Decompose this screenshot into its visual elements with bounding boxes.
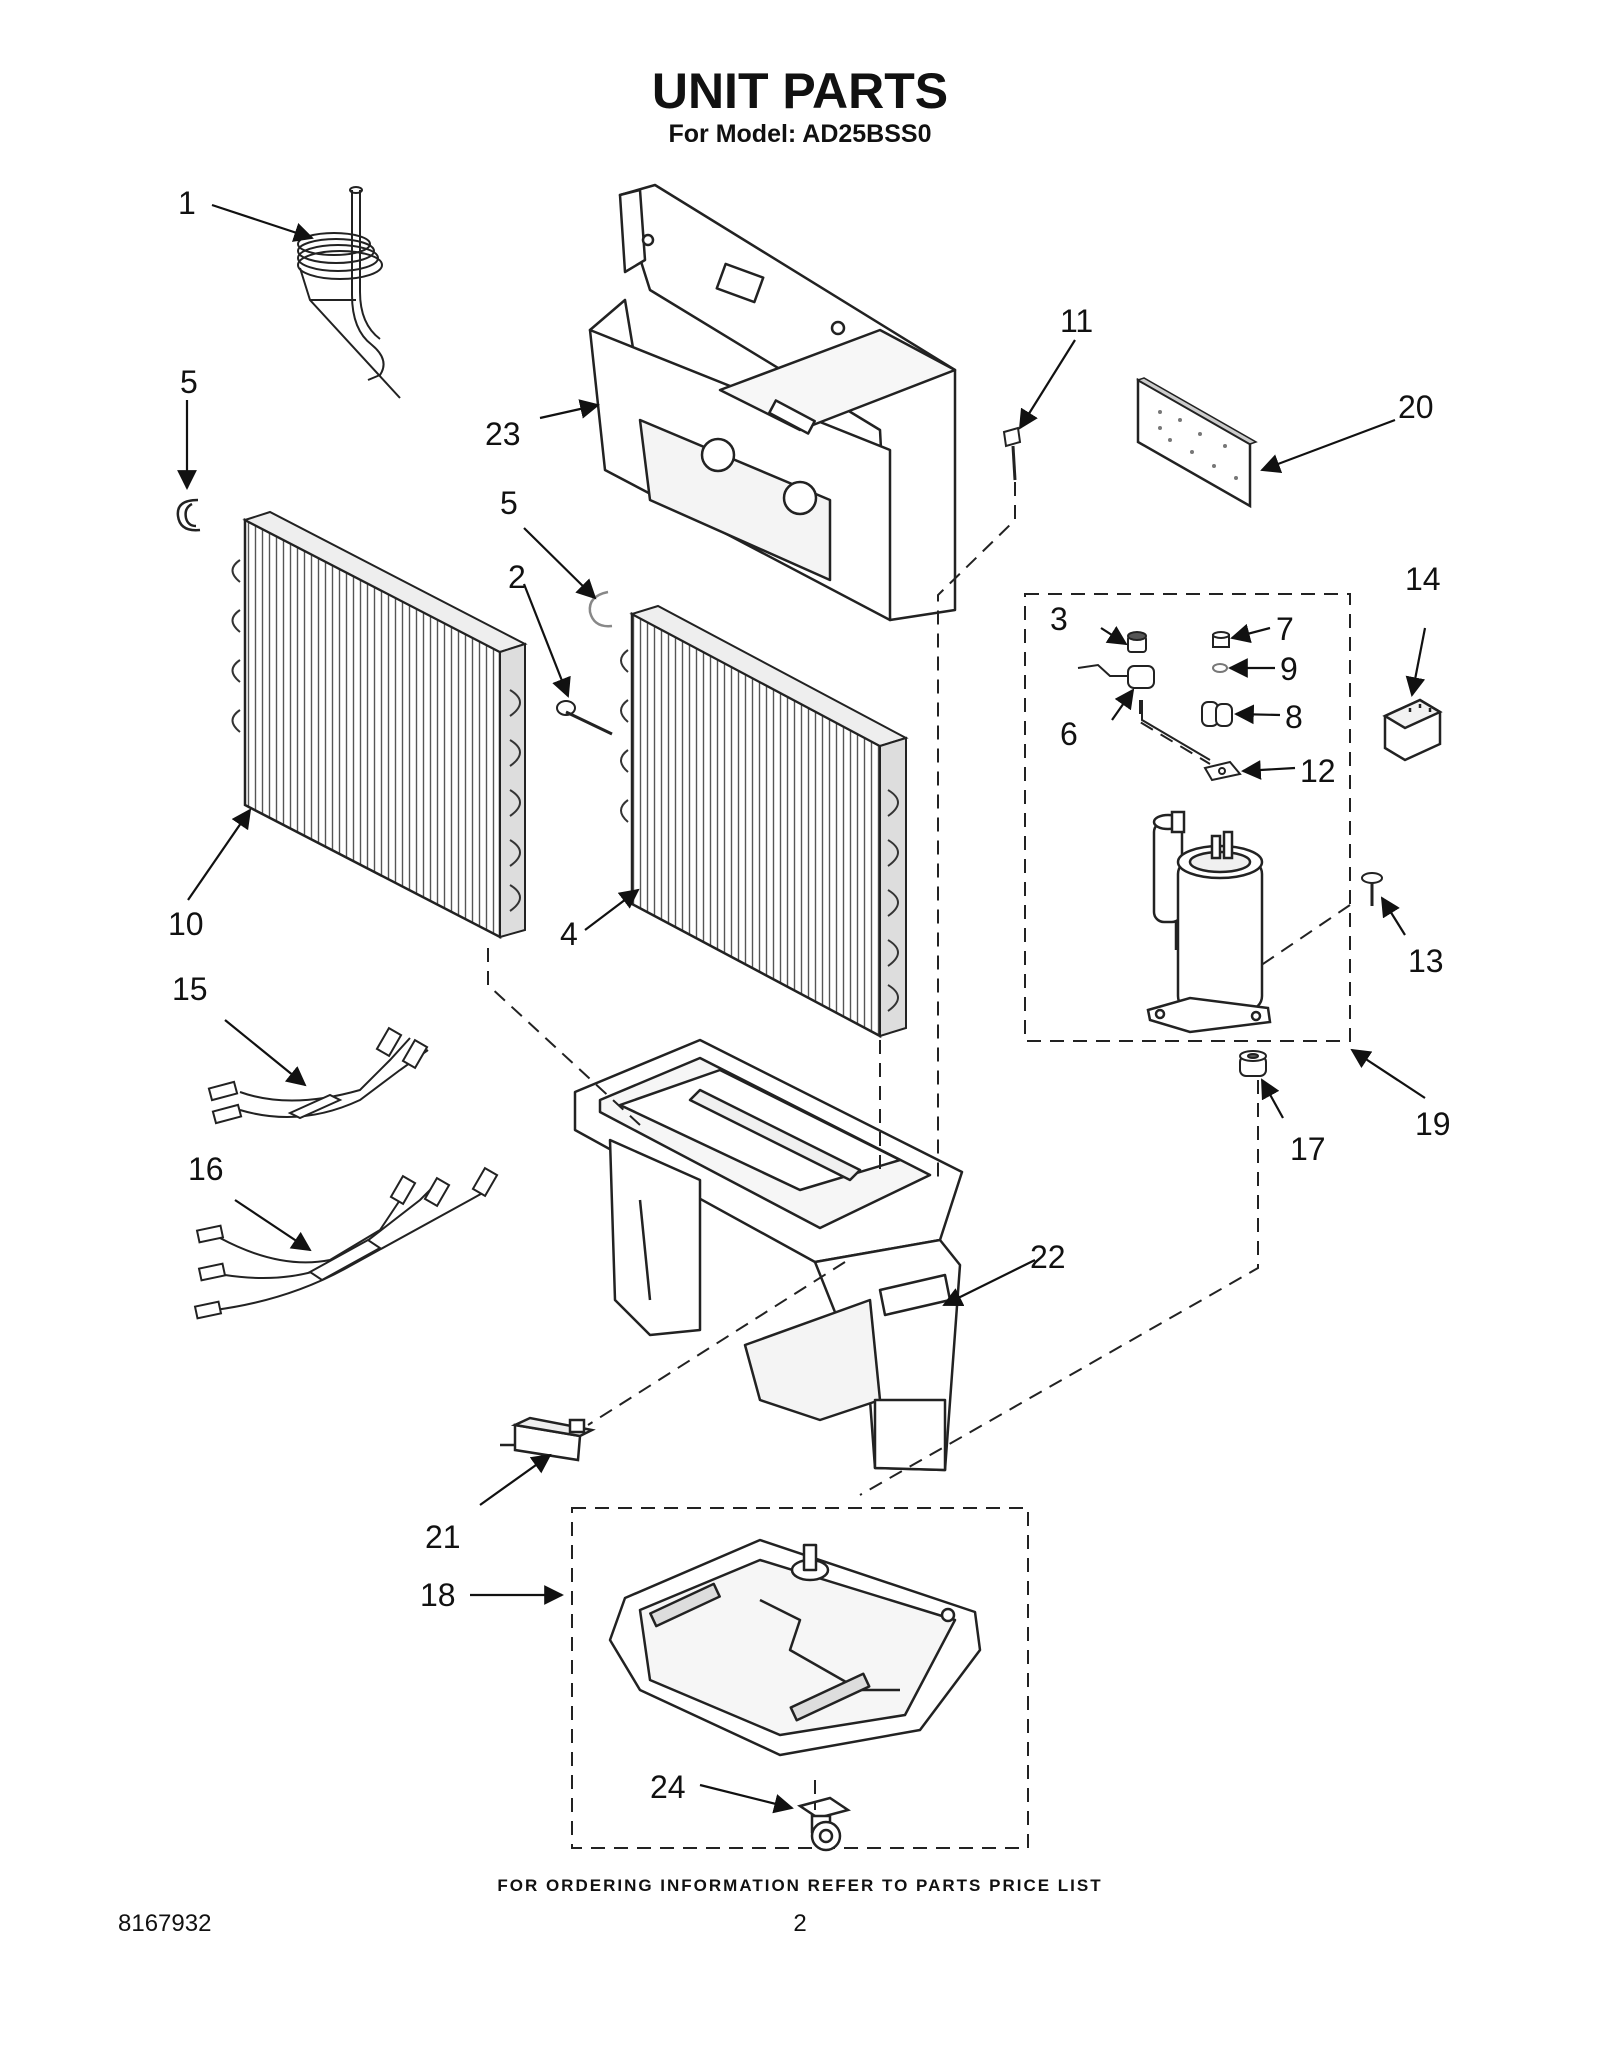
foam-pad-part-20: [1136, 377, 1258, 509]
callout-9: 9: [1280, 651, 1298, 687]
callout-17: 17: [1290, 1131, 1326, 1167]
callout-22: 22: [1030, 1239, 1066, 1275]
base-pan-part-22: [573, 1038, 964, 1472]
fan-shroud-part-23: [588, 183, 957, 622]
page-title: UNIT PARTS: [651, 63, 949, 119]
callout-8: 8: [1285, 699, 1303, 735]
callout-24: 24: [650, 1769, 686, 1805]
grommet-part-17: [1239, 1050, 1267, 1077]
wire-harness-part-16: [193, 1166, 499, 1320]
callout-7: 7: [1276, 611, 1294, 647]
ordering-note: FOR ORDERING INFORMATION REFER TO PARTS …: [497, 1876, 1103, 1895]
callout-5-left: 5: [180, 364, 198, 400]
screw-part-11: [1002, 426, 1022, 481]
evaporator-coil-part-4: [620, 604, 909, 1039]
clip-part-5-center: [588, 590, 613, 628]
callout-11: 11: [1060, 303, 1093, 339]
screw-part-2: [556, 700, 613, 736]
bracket-part-12: [1203, 760, 1242, 782]
callout-16: 16: [188, 1151, 224, 1187]
callout-3: 3: [1050, 601, 1068, 637]
callout-4: 4: [560, 916, 578, 952]
grommet-part-3: [1127, 631, 1147, 653]
base-assembly-box-part-18: [571, 1507, 1029, 1849]
callout-arrows: [177, 203, 1427, 1814]
callout-12: 12: [1300, 753, 1336, 789]
callout-labels: 1 5 5 2 10 4 23 11 20 14 3 7 9 6 8 12 13…: [168, 185, 1451, 1805]
wire-harness-part-15: [207, 1026, 429, 1125]
callout-1: 1: [178, 185, 196, 221]
switch-part-21: [500, 1416, 596, 1462]
screw-part-13: [1361, 872, 1383, 906]
callout-15: 15: [172, 971, 208, 1007]
callout-2: 2: [508, 559, 526, 595]
callout-18: 18: [420, 1577, 456, 1613]
base-part-18: [608, 1538, 982, 1757]
clip-part-5-left: [176, 498, 201, 532]
callout-6: 6: [1060, 716, 1078, 752]
compressor: [1146, 810, 1272, 1034]
callout-13: 13: [1408, 943, 1444, 979]
capacitor-part-14: [1382, 698, 1443, 762]
overload-protector-part-6: [1077, 663, 1211, 761]
compressor-assembly-box-part-19: [1024, 593, 1351, 1042]
callout-23: 23: [485, 416, 521, 452]
condenser-coil-part-10: [231, 510, 528, 940]
model-subtitle: For Model: AD25BSS0: [668, 120, 932, 148]
callout-21: 21: [425, 1519, 461, 1555]
callout-14: 14: [1405, 561, 1441, 597]
washer-part-9: [1212, 663, 1228, 673]
page-number: 2: [793, 1910, 807, 1937]
terminal-cover-part-8: [1201, 701, 1233, 727]
callout-20: 20: [1398, 389, 1434, 425]
capillary-tube-part-1: [297, 186, 401, 399]
callout-19: 19: [1415, 1106, 1451, 1142]
nut-part-7: [1212, 631, 1230, 648]
caster-part-24: [797, 1796, 851, 1852]
callout-10: 10: [168, 906, 204, 942]
document-number: 8167932: [118, 1910, 212, 1937]
assembly-dashed-lines: [487, 482, 1351, 1810]
callout-5-center: 5: [500, 485, 518, 521]
